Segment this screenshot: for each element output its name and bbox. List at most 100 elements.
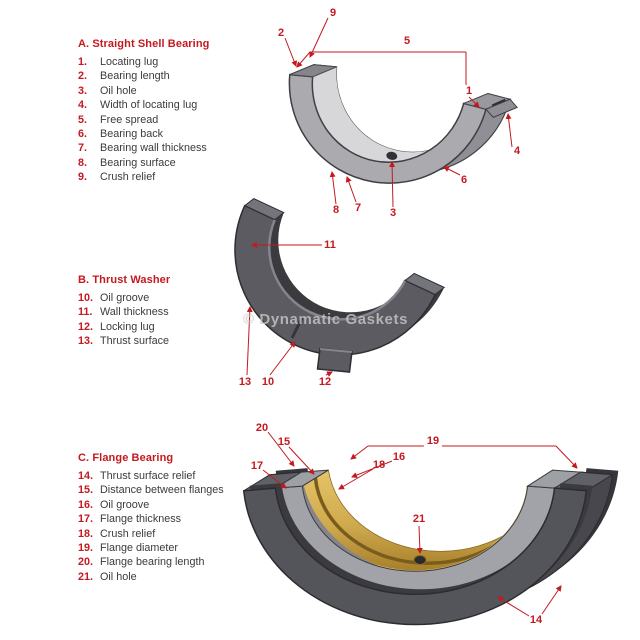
legend-item-label: Flange thickness <box>100 513 182 526</box>
legend-item-number: 2. <box>78 70 88 83</box>
legend-item-label: Locking lug <box>100 320 155 333</box>
watermark: © Dynamatic Gaskets <box>243 311 409 328</box>
legend-item-number: 18. <box>78 527 94 540</box>
left-shell-end-face <box>275 469 329 489</box>
section-c-title: C. Flange Bearing <box>78 452 174 464</box>
legend-item-label: Oil hole <box>100 84 137 97</box>
legend-item-number: 16. <box>78 498 94 511</box>
legend-thrust-washer: B. Thrust Washer 10. Oil groove 11. Wall t… <box>78 274 263 351</box>
legend-item-number: 3. <box>78 84 88 97</box>
dimension-lines-a <box>284 17 513 208</box>
legend-item: 14.Thrust surface relief <box>78 470 263 483</box>
callout-4: 4 <box>513 145 521 157</box>
legend-item: 8. Bearing surface <box>78 156 263 170</box>
legend-item-number: 5. <box>78 113 88 126</box>
legend-item-number: 8. <box>78 156 88 169</box>
washer-left-end-face <box>243 198 285 221</box>
legend-item-label: Bearing back <box>100 127 164 140</box>
legend-item-label: Crush relief <box>100 171 156 184</box>
section-b-title: B. Thrust Washer <box>78 274 171 286</box>
legend-item: 7. Bearing wall thickness <box>78 143 263 155</box>
legend-item: 18. Crush relief <box>78 527 263 541</box>
dimension-lines-c <box>262 431 578 617</box>
callout-13: 13 <box>238 376 252 388</box>
legend-item-label: Bearing wall thickness <box>100 142 207 155</box>
legend-item: 4.Width of locating lug <box>78 99 263 112</box>
legend-item: 21. Oil hole <box>78 570 263 584</box>
legend-item-label: Wall thickness <box>100 306 169 319</box>
shell-inner-surface <box>312 66 488 163</box>
legend-item-number: 12. <box>78 320 94 333</box>
legend-straight-shell-bearing: A. Straight Shell Bearing 1. Locating lug… <box>78 38 263 187</box>
legend-item-number: 19. <box>78 541 94 554</box>
callout-3: 3 <box>389 207 397 219</box>
legend-item-label: Crush relief <box>100 527 156 540</box>
legend-item-label: Flange diameter <box>100 541 179 554</box>
callout-1: 1 <box>465 85 473 97</box>
legend-item: 19. Flange diameter <box>78 541 263 555</box>
shell-left-end-face <box>289 64 337 78</box>
legend-item: 16. Oil groove <box>78 498 263 512</box>
legend-item-number: 21. <box>78 570 94 583</box>
legend-flange-bearing: C. Flange Bearing 14.Thrust surface reli… <box>78 452 263 586</box>
legend-item-number: 10. <box>78 292 94 304</box>
legend-item: 9. Crush relief <box>78 171 263 184</box>
callout-18: 18 <box>372 459 386 471</box>
legend-item-label: Bearing length <box>100 70 170 83</box>
callout-15: 15 <box>277 436 291 448</box>
oil-hole <box>386 151 398 160</box>
callout-7: 7 <box>354 202 362 214</box>
callout-17: 17 <box>250 460 264 472</box>
callout-19: 19 <box>423 435 443 447</box>
thrust-washer-illustration <box>234 198 446 377</box>
legend-item-number: 15. <box>78 484 94 497</box>
legend-item-label: Free spread <box>100 113 159 126</box>
locating-lug <box>485 98 518 118</box>
lug-slit <box>491 98 506 107</box>
locking-lug-edge <box>319 348 353 353</box>
legend-item-label: Oil hole <box>100 570 137 583</box>
legend-item-number: 11. <box>78 306 93 319</box>
legend-item-label: Bearing surface <box>100 156 176 169</box>
legend-item: 3. Oil hole <box>78 84 263 98</box>
legend-item-label: Oil groove <box>100 498 150 511</box>
legend-item-label: Flange bearing length <box>100 556 205 569</box>
callout-14: 14 <box>529 614 543 626</box>
legend-item-number: 9. <box>78 171 88 184</box>
callout-21: 21 <box>412 513 426 525</box>
callout-5: 5 <box>403 35 411 47</box>
legend-item: 17. Flange thickness <box>78 513 263 526</box>
legend-item-number: 13. <box>78 335 94 348</box>
legend-item-number: 1. <box>78 56 88 68</box>
front-flange <box>242 487 588 626</box>
legend-item-number: 14. <box>78 470 94 482</box>
legend-item-label: Thrust surface <box>100 335 170 348</box>
callout-6: 6 <box>460 174 468 186</box>
legend-item: 1. Locating lug <box>78 56 263 69</box>
legend-item-number: 20. <box>78 556 94 569</box>
legend-item: 12. Locking lug <box>78 320 263 334</box>
legend-item-number: 7. <box>78 142 88 155</box>
callout-16: 16 <box>392 451 406 463</box>
legend-item: 6. Bearing back <box>78 127 263 141</box>
legend-item: 2. Bearing length <box>78 71 263 83</box>
legend-item: 11. Wall thickness <box>78 307 263 319</box>
right-shell-end-face <box>526 469 583 489</box>
legend-item-number: 17. <box>78 513 94 526</box>
washer-oil-groove <box>290 317 304 339</box>
dimension-lines-b <box>246 242 333 377</box>
legend-item-number: 4. <box>78 99 88 112</box>
legend-item-label: Locating lug <box>100 56 159 68</box>
section-a-title: A. Straight Shell Bearing <box>78 38 210 50</box>
legend-item-number: 6. <box>78 127 88 140</box>
shell-front-rim <box>288 73 487 184</box>
callout-11: 11 <box>324 239 336 251</box>
washer-right-end-face <box>404 272 446 295</box>
legend-item-label: Oil groove <box>100 292 150 304</box>
callout-8: 8 <box>332 204 340 216</box>
straight-shell-bearing-illustration <box>284 17 518 208</box>
legend-item-label: Distance between flanges <box>100 484 224 497</box>
legend-item: 13. Thrust surface <box>78 335 263 348</box>
